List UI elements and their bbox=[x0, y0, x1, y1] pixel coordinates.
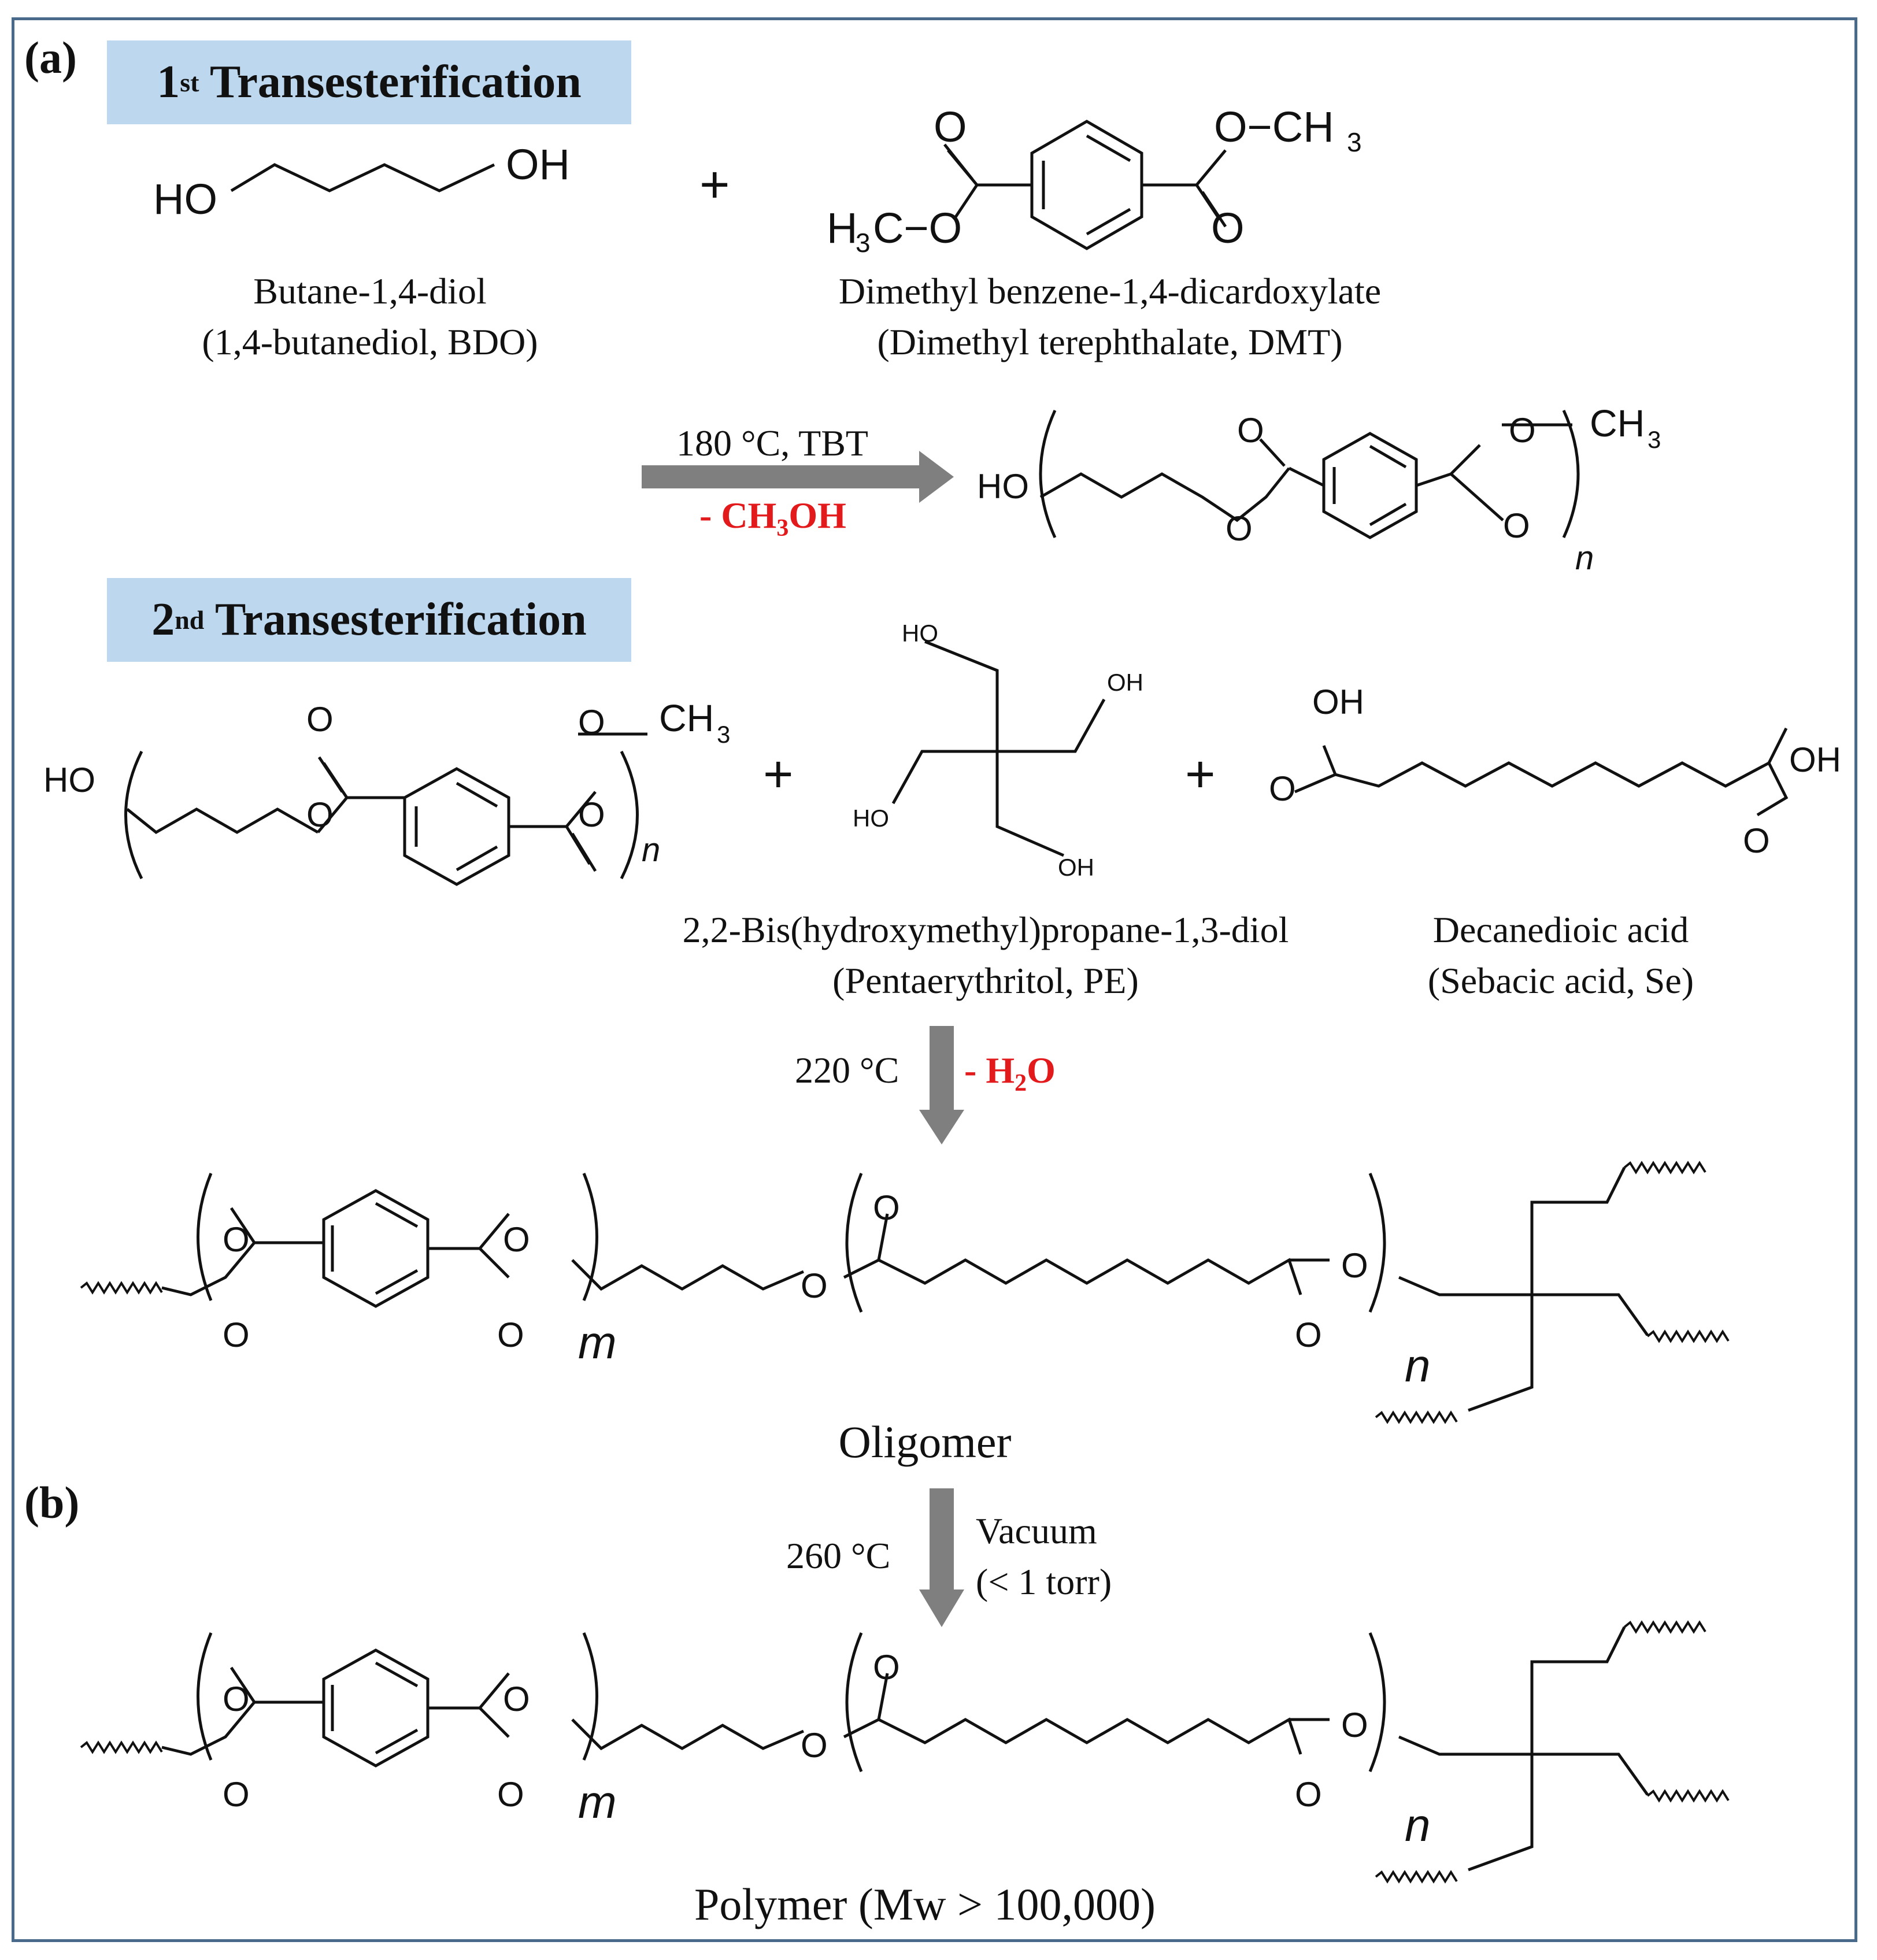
prec-chain bbox=[126, 807, 319, 835]
prod1-sub3: 3 bbox=[1648, 426, 1661, 453]
prod1-o2: O bbox=[1226, 509, 1253, 548]
bdo-oh: OH bbox=[506, 140, 570, 188]
prod1-ho: HO bbox=[977, 467, 1029, 506]
prec-n: n bbox=[642, 831, 660, 869]
prec-bracket-left bbox=[124, 750, 143, 880]
svg-text:O: O bbox=[1295, 1316, 1322, 1354]
prec-o1: O bbox=[306, 700, 334, 739]
prec-sub3: 3 bbox=[717, 721, 730, 748]
se-o1: O bbox=[1269, 769, 1296, 808]
svg-text:O: O bbox=[497, 1316, 524, 1354]
pe-name: 2,2-Bis(hydroxymethyl)propane-1,3-diol(P… bbox=[682, 909, 1289, 1001]
dmt-o4: O bbox=[1211, 204, 1245, 252]
svg-text:O: O bbox=[1341, 1246, 1368, 1285]
plus-1: + bbox=[699, 156, 730, 214]
plus-2: + bbox=[763, 746, 794, 803]
step2-byproduct: - H2O bbox=[964, 1050, 1056, 1096]
svg-text:O: O bbox=[873, 1648, 900, 1687]
svg-text:n: n bbox=[1405, 1340, 1431, 1391]
svg-text:n: n bbox=[1405, 1799, 1431, 1851]
dmt-name: Dimethyl benzene-1,4-dicardoxylate(Dimet… bbox=[838, 271, 1382, 362]
se-oh2: OH bbox=[1789, 740, 1841, 779]
step1-condition: 180 °C, TBT bbox=[676, 423, 868, 464]
svg-text:O: O bbox=[503, 1680, 530, 1718]
svg-text:m: m bbox=[578, 1776, 617, 1828]
prec-ring bbox=[403, 767, 510, 886]
prec-ch: CH bbox=[659, 696, 714, 739]
svg-text:O: O bbox=[503, 1220, 530, 1259]
dmt-h3co-rest: C−O bbox=[873, 204, 962, 252]
svg-text:O: O bbox=[801, 1266, 828, 1305]
se-o2: O bbox=[1743, 821, 1770, 860]
pe-ho2: HO bbox=[853, 805, 889, 832]
prec-o4: O bbox=[578, 795, 605, 834]
panel-label-b: (b) bbox=[24, 1477, 80, 1528]
svg-text:O: O bbox=[497, 1775, 524, 1814]
prec-bracket-right bbox=[620, 750, 639, 880]
dmt-och3: O−CH bbox=[1214, 103, 1334, 151]
svg-text:O: O bbox=[1341, 1706, 1368, 1744]
prod1-chain bbox=[1039, 467, 1290, 523]
pe-ho1: HO bbox=[902, 620, 938, 647]
svg-text:O: O bbox=[873, 1188, 900, 1227]
svg-text:O: O bbox=[223, 1680, 250, 1718]
bdo-ho: HO bbox=[153, 175, 217, 223]
svg-text:O: O bbox=[1295, 1775, 1322, 1814]
dmt-sub3a: 3 bbox=[1347, 127, 1362, 157]
bdo-chain bbox=[230, 163, 495, 192]
svg-text:O: O bbox=[223, 1775, 250, 1814]
prod1-o4: O bbox=[1503, 506, 1530, 545]
se-name: Decanedioic acid(Sebacic acid, Se) bbox=[1427, 909, 1694, 1001]
svg-text:O: O bbox=[223, 1316, 250, 1354]
prod1-o1: O bbox=[1237, 411, 1264, 450]
step1-byproduct: - CH3OH bbox=[699, 495, 846, 542]
polymer-labels: O O O O O O O O m n bbox=[223, 1648, 1431, 1851]
prod1-ch: CH bbox=[1590, 402, 1645, 444]
dmt-h3co-h: H bbox=[827, 204, 857, 252]
dmt-sub3b: 3 bbox=[856, 228, 871, 258]
polymer-label: Polymer (Mw > 100,000) bbox=[694, 1879, 1156, 1929]
svg-text:m: m bbox=[578, 1317, 617, 1368]
prod1-bracket-right bbox=[1562, 409, 1580, 539]
pe-skeleton bbox=[891, 640, 1106, 857]
prod1-n: n bbox=[1575, 539, 1594, 577]
prec-o3: O bbox=[578, 703, 605, 742]
dmt-ring bbox=[1030, 120, 1143, 250]
arrow-step1 bbox=[642, 465, 919, 488]
prec-ho: HO bbox=[43, 761, 95, 799]
oligomer-structure bbox=[81, 1163, 1728, 1422]
bdo-name: Butane-1,4-diol(1,4-butanediol, BDO) bbox=[202, 271, 538, 362]
prec-o2: O bbox=[306, 795, 334, 834]
svg-text:O: O bbox=[801, 1726, 828, 1765]
prod1-o3: O bbox=[1509, 411, 1536, 450]
arrow-step3 bbox=[930, 1488, 954, 1590]
arrow-step2 bbox=[930, 1026, 954, 1110]
plus-3: + bbox=[1185, 746, 1216, 803]
step3-condition: 260 °C bbox=[786, 1535, 891, 1576]
svg-text:O: O bbox=[223, 1220, 250, 1259]
pe-oh1: OH bbox=[1107, 669, 1143, 696]
oligomer-labels: O O O O O O O O m n bbox=[223, 1188, 1431, 1391]
se-oh1: OH bbox=[1312, 683, 1364, 721]
prod1-bracket-left bbox=[1039, 409, 1057, 539]
se-chain bbox=[1294, 727, 1789, 817]
polymer-structure bbox=[81, 1622, 1728, 1881]
panel-label-a: (a) bbox=[24, 32, 77, 83]
pe-oh2: OH bbox=[1058, 854, 1094, 881]
prod1-ring bbox=[1322, 432, 1418, 539]
step3-vacuum: Vacuum(< 1 torr) bbox=[976, 1510, 1112, 1602]
figure-frame bbox=[12, 17, 1857, 1942]
oligomer-label: Oligomer bbox=[838, 1417, 1012, 1467]
step2-condition: 220 °C bbox=[795, 1050, 899, 1091]
dmt-o1: O bbox=[934, 103, 967, 151]
